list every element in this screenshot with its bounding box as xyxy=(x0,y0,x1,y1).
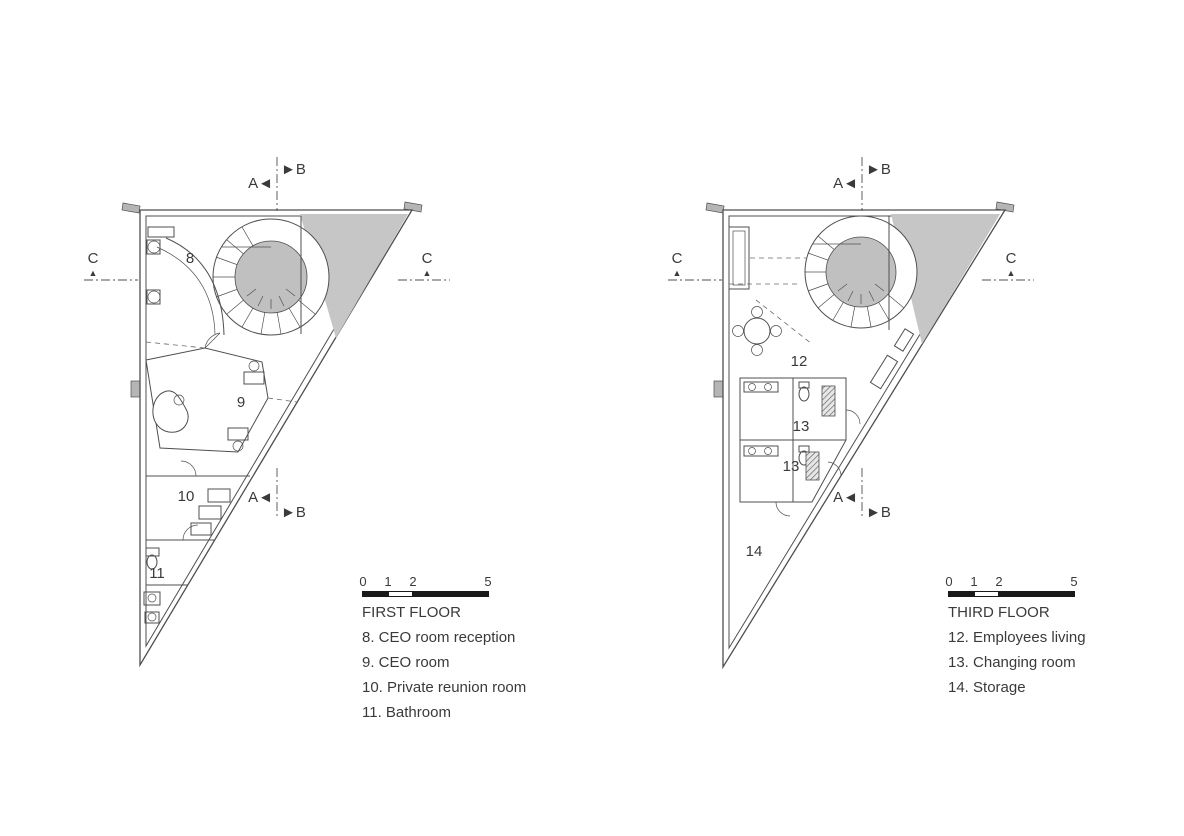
room-number-14: 14 xyxy=(746,543,763,560)
bench xyxy=(893,328,915,352)
room-number-13a: 13 xyxy=(793,418,810,435)
washbasin xyxy=(143,591,161,606)
spiral-staircase xyxy=(212,216,330,336)
section-label-a: A◄ xyxy=(833,175,858,192)
section-label-a: A◄ xyxy=(248,175,273,192)
round-table xyxy=(732,306,782,356)
legend-item: 12. Employees living xyxy=(948,629,1086,646)
scale-tick-0: 0 xyxy=(945,574,953,589)
scale-bar-first: 0 1 2 5 xyxy=(359,574,492,597)
scale-tick-2: 2 xyxy=(409,574,417,589)
legend-item: 8. CEO room reception xyxy=(362,629,516,646)
section-label-c: C xyxy=(672,250,683,267)
section-arrow-c: ▲ xyxy=(1007,268,1016,278)
section-arrow-c: ▲ xyxy=(673,268,682,278)
ceo-room-partition xyxy=(145,332,298,453)
scale-tick-0: 0 xyxy=(359,574,367,589)
spiral-staircase xyxy=(804,215,918,330)
plan-third-floor: 12 13 13 14 xyxy=(705,201,1015,670)
legend-first: FIRST FLOOR 8. CEO room reception 9. CEO… xyxy=(362,600,526,725)
section-arrow-c: ▲ xyxy=(423,268,432,278)
legend-title-first: FIRST FLOOR xyxy=(362,604,461,621)
scale-bar-third: 0 1 2 5 xyxy=(945,574,1078,597)
shaded-landing xyxy=(891,214,1000,344)
scale-tick-5: 5 xyxy=(484,574,492,589)
room-number-13b: 13 xyxy=(783,458,800,475)
ceo-desk xyxy=(152,390,189,433)
section-markers-third: A◄ ►B A◄ ►B C ▲ C ▲ xyxy=(668,157,1034,521)
section-markers-first: A◄ ►B A◄ ►B C ▲ C ▲ xyxy=(84,157,450,521)
legend-item: 9. CEO room xyxy=(362,654,450,671)
legend-item: 11. Bathroom xyxy=(362,704,451,721)
bathroom-partition xyxy=(146,524,214,586)
shower xyxy=(821,385,836,417)
scale-tick-1: 1 xyxy=(384,574,392,589)
room-number-11: 11 xyxy=(149,565,165,582)
section-label-b: ►B xyxy=(281,161,306,178)
legend-item: 13. Changing room xyxy=(948,654,1076,671)
changing-rooms xyxy=(739,377,861,517)
scale-numbers: 0 1 2 5 xyxy=(359,574,492,589)
shaded-landing xyxy=(300,214,408,338)
toilet xyxy=(145,547,160,570)
scale-numbers: 0 1 2 5 xyxy=(945,574,1078,589)
layout-guides xyxy=(729,257,813,345)
room-number-10: 10 xyxy=(178,488,195,505)
scale-bar-segments xyxy=(948,591,1078,597)
room-number-9: 9 xyxy=(237,394,245,411)
plan-first-floor: 8 9 10 11 xyxy=(121,201,423,668)
section-label-c: C xyxy=(422,250,433,267)
scale-tick-2: 2 xyxy=(995,574,1003,589)
section-arrow-c: ▲ xyxy=(89,268,98,278)
workstation-desk xyxy=(243,360,265,385)
scale-tick-5: 5 xyxy=(1070,574,1078,589)
kitchen-cabinet xyxy=(728,226,750,290)
section-label-c: C xyxy=(88,250,99,267)
section-label-a: A◄ xyxy=(833,489,858,506)
room-number-8: 8 xyxy=(186,250,194,267)
shower xyxy=(805,451,820,481)
reception-desk xyxy=(146,226,225,336)
legend-title-third: THIRD FLOOR xyxy=(948,604,1050,621)
room-number-12: 12 xyxy=(791,353,808,370)
legend-item: 10. Private reunion room xyxy=(362,679,527,696)
sink xyxy=(144,611,160,624)
toilet xyxy=(798,381,810,402)
section-label-c: C xyxy=(1006,250,1017,267)
reunion-room-partition xyxy=(146,460,250,477)
section-label-b: ►B xyxy=(866,504,891,521)
section-label-b: ►B xyxy=(866,161,891,178)
scale-tick-1: 1 xyxy=(970,574,978,589)
section-label-a: A◄ xyxy=(248,489,273,506)
section-label-b: ►B xyxy=(281,504,306,521)
legend-third: THIRD FLOOR 12. Employees living 13. Cha… xyxy=(948,600,1086,700)
scale-bar-segments xyxy=(362,591,492,597)
legend-item: 14. Storage xyxy=(948,679,1026,696)
sofa xyxy=(190,488,231,536)
bench xyxy=(869,354,899,390)
workstation-desk xyxy=(227,427,249,452)
